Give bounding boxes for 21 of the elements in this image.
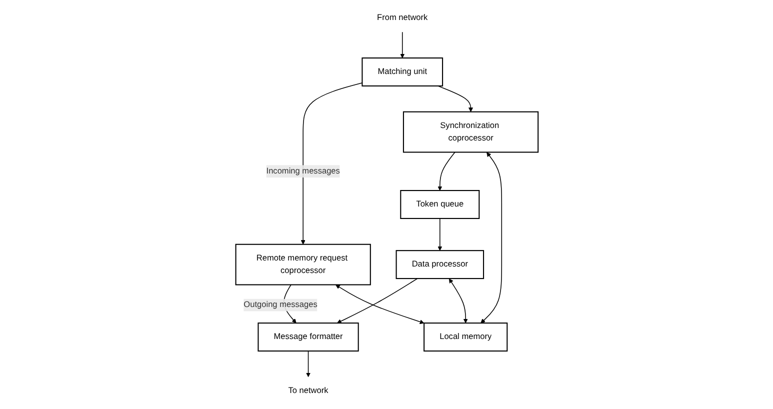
node-text: From network [376,13,428,22]
node-box: Message formatter [257,322,358,352]
arrow [448,278,468,324]
edge-label: Incoming messages [266,166,340,176]
arrow [400,32,404,58]
arrow [437,152,455,191]
node-box: Data processor [395,250,484,280]
node-box: Token queue [400,190,480,219]
arrow [437,218,442,251]
node-box: Remote memory request coprocessor [234,244,370,286]
node-box: Local memory [423,322,508,352]
edge-label: Outgoing messages [243,300,317,310]
node-box: Synchronization coprocessor [402,111,538,153]
arrow [300,82,362,245]
arrow [336,278,418,324]
arrow [306,350,310,378]
node-text: To network [288,386,328,396]
arrow [437,86,473,112]
node-box: Matching unit [361,57,443,86]
arrow [480,152,502,324]
arrow [335,284,424,324]
